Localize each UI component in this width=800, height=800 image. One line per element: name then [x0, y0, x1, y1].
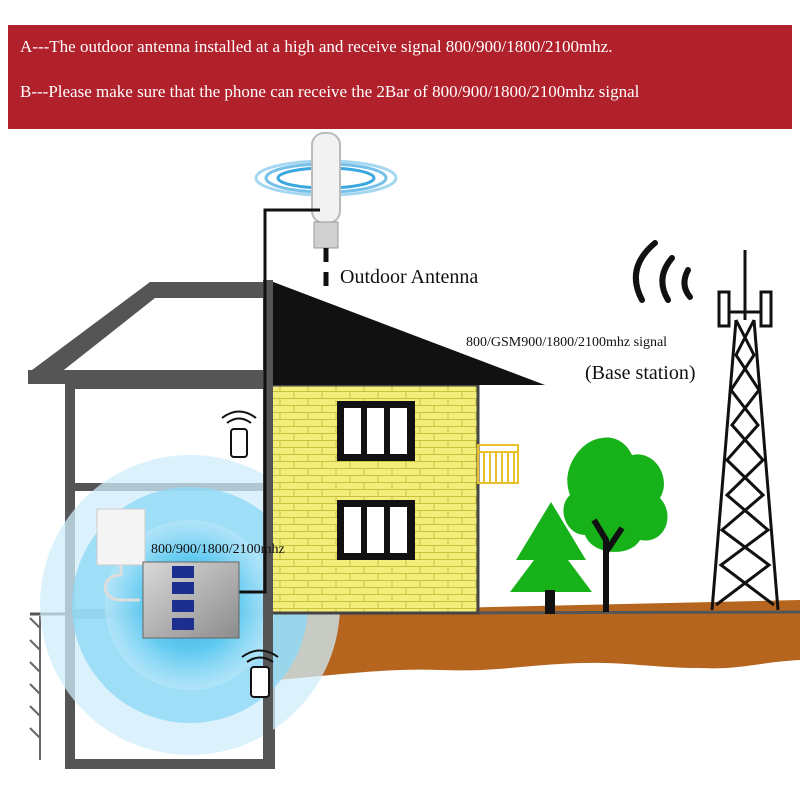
upper-window	[337, 401, 415, 461]
banner-line-a: A---The outdoor antenna installed at a h…	[20, 37, 613, 56]
cell-tower-icon	[710, 250, 780, 611]
banner-line-b: B---Please make sure that the phone can …	[20, 82, 640, 101]
booster-icon	[142, 561, 240, 639]
tree-icon-small	[510, 502, 592, 614]
phone-icon-lower	[241, 649, 279, 698]
main-house	[263, 280, 545, 760]
lower-window	[337, 500, 415, 560]
outdoor-antenna-label: Outdoor Antenna	[340, 266, 478, 288]
left-roof	[28, 282, 265, 382]
tree-icon-large	[563, 437, 668, 612]
ground-hatch	[29, 616, 41, 760]
ground	[275, 600, 800, 680]
radio-waves-icon	[632, 240, 693, 303]
signal-label: 800/GSM900/1800/2100mhz signal	[466, 335, 667, 350]
outdoor-antenna	[254, 132, 398, 249]
indoor-band-label: 800/900/1800/2100mhz	[151, 542, 285, 557]
panel-antenna-icon	[96, 508, 146, 602]
balcony	[477, 444, 519, 484]
antenna-cable	[238, 208, 329, 594]
base-station-label: (Base station)	[585, 362, 696, 384]
main-roof	[268, 280, 545, 385]
phone-icon-upper	[221, 410, 257, 458]
info-banner: A---The outdoor antenna installed at a h…	[8, 25, 792, 129]
